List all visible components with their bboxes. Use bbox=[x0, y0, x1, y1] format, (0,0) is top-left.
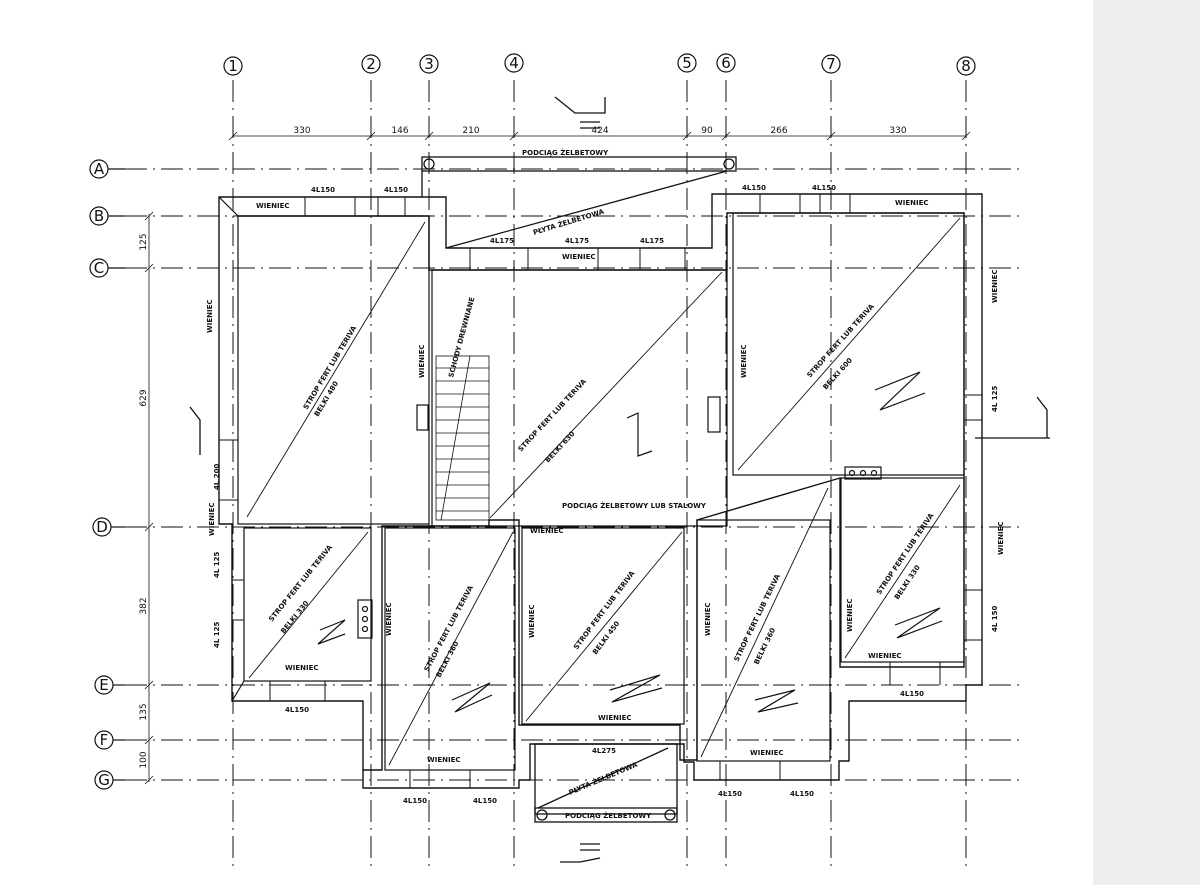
label-wieniec: WIENIEC bbox=[530, 527, 564, 535]
label-wieniec: WIENIEC bbox=[208, 503, 216, 537]
row-axis-labels: A B C D E F G bbox=[94, 160, 110, 789]
label-lintel: 4L175 bbox=[565, 237, 589, 245]
axis-label-row-e: E bbox=[99, 676, 108, 694]
axis-label-col-7: 7 bbox=[826, 55, 836, 73]
axis-label-row-b: B bbox=[94, 207, 104, 225]
dim-top-3-4: 210 bbox=[462, 126, 479, 136]
label-wieniec: WIENIEC bbox=[385, 603, 393, 637]
label-lintel: 4L150 bbox=[311, 186, 335, 194]
label-wieniec: WIENIEC bbox=[868, 652, 902, 660]
label-lintel: 4L150 bbox=[473, 797, 497, 805]
bottom-balcony bbox=[534, 743, 678, 823]
slab-beams: BELKI 630 bbox=[544, 430, 577, 465]
label-wieniec: WIENIEC bbox=[562, 253, 596, 261]
row-axis-markers bbox=[89, 159, 125, 790]
dim-top-4-5: 424 bbox=[591, 126, 608, 136]
dim-top-7-8: 330 bbox=[889, 126, 906, 136]
axis-label-col-2: 2 bbox=[366, 55, 376, 73]
label-wieniec: WIENIEC bbox=[740, 345, 748, 379]
slab-direction-symbols bbox=[317, 371, 943, 713]
dim-left-f-g: 100 bbox=[139, 751, 149, 768]
top-balcony bbox=[421, 156, 737, 249]
label-lintel: 4L150 bbox=[285, 706, 309, 714]
label-wieniec: WIENIEC bbox=[418, 345, 426, 379]
label-lintel: 4L175 bbox=[640, 237, 664, 245]
label-wieniec: WIENIEC bbox=[750, 749, 784, 757]
axis-label-row-g: G bbox=[98, 771, 110, 789]
axis-label-col-8: 8 bbox=[961, 57, 971, 75]
axis-label-col-6: 6 bbox=[721, 54, 731, 72]
section-markers bbox=[189, 96, 1050, 863]
label-wieniec: WIENIEC bbox=[704, 603, 712, 637]
axis-label-col-5: 5 bbox=[682, 54, 692, 72]
top-dimension-values: 330 146 210 424 90 266 330 bbox=[293, 126, 906, 136]
label-wieniec: WIENIEC bbox=[206, 300, 214, 334]
label-podciag-top: PODCIĄG ŻELBETOWY bbox=[522, 148, 609, 157]
label-wieniec: WIENIEC bbox=[285, 664, 319, 672]
vertical-gridlines bbox=[232, 80, 967, 870]
label-plyta-bottom: PŁYTA ŻELBETOWA bbox=[567, 760, 639, 797]
staircase bbox=[435, 355, 490, 521]
label-lintel: 4L275 bbox=[592, 747, 616, 755]
dim-top-6-7: 266 bbox=[770, 126, 787, 136]
label-podciag-bottom: PODCIĄG ŻELBETOWY bbox=[565, 811, 652, 820]
label-wieniec: WIENIEC bbox=[895, 199, 929, 207]
left-dimension-values: 125 629 382 135 100 bbox=[139, 233, 149, 768]
label-wieniec: WIENIEC bbox=[997, 522, 1005, 556]
wall-ticks bbox=[219, 194, 982, 788]
label-lintel: 4L150 bbox=[403, 797, 427, 805]
interior-walls bbox=[218, 196, 965, 771]
chimney-blocks bbox=[357, 396, 882, 639]
axis-label-col-3: 3 bbox=[424, 55, 434, 73]
slab-label: STROP FERT LUB TERIVA bbox=[733, 572, 783, 662]
label-lintel: 4L 125 bbox=[213, 621, 221, 648]
dim-left-c-d: 629 bbox=[139, 389, 149, 406]
axis-label-row-a: A bbox=[94, 160, 105, 178]
slab-label: STROP FERT LUB TERIVA bbox=[517, 377, 589, 453]
label-lintel: 4L150 bbox=[742, 184, 766, 192]
label-wieniec: WIENIEC bbox=[846, 599, 854, 633]
label-lintel: 4L175 bbox=[490, 237, 514, 245]
label-lintel: 4L 125 bbox=[991, 385, 999, 412]
label-lintel: 4L150 bbox=[900, 690, 924, 698]
axis-label-col-4: 4 bbox=[509, 54, 519, 72]
dim-top-1-2: 330 bbox=[293, 126, 310, 136]
label-lintel: 4L150 bbox=[718, 790, 742, 798]
axis-label-row-c: C bbox=[94, 259, 104, 277]
horizontal-gridlines bbox=[125, 168, 1025, 781]
axis-label-col-1: 1 bbox=[228, 57, 238, 75]
dim-left-e-f: 135 bbox=[139, 703, 149, 720]
label-podciag-mid: PODCIĄG ŻELBETOWY LUB STALOWY bbox=[562, 501, 707, 510]
outer-walls bbox=[218, 193, 983, 789]
scan-margin bbox=[1093, 0, 1200, 885]
label-lintel: 4L 150 bbox=[991, 605, 999, 632]
dim-left-b-c: 125 bbox=[139, 233, 149, 250]
label-lintel: 4L 125 bbox=[213, 551, 221, 578]
column-axis-labels: 1 2 3 4 5 6 7 8 bbox=[228, 54, 971, 75]
slab-diagonals bbox=[246, 217, 961, 766]
floor-plan-drawing: 1 2 3 4 5 6 7 8 A B C D E F G 330 146 2 1 bbox=[89, 53, 1050, 870]
label-schody: SCHODY DREWNIANE bbox=[447, 296, 476, 378]
axis-label-row-f: F bbox=[100, 731, 109, 749]
annotations: PODCIĄG ŻELBETOWY PŁYTA ŻELBETOWA PODCIĄ… bbox=[206, 148, 1005, 820]
label-lintel: 4L150 bbox=[790, 790, 814, 798]
label-lintel: 4L150 bbox=[812, 184, 836, 192]
label-lintel: 4L 200 bbox=[213, 463, 221, 490]
dim-left-d-e: 382 bbox=[139, 597, 149, 614]
label-wieniec: WIENIEC bbox=[598, 714, 632, 722]
label-wieniec: WIENIEC bbox=[528, 605, 536, 639]
label-wieniec: WIENIEC bbox=[427, 756, 461, 764]
dim-top-5-6: 90 bbox=[701, 126, 713, 136]
label-wieniec: WIENIEC bbox=[256, 202, 290, 210]
dim-top-2-3: 146 bbox=[391, 126, 408, 136]
left-dimension-line bbox=[144, 211, 154, 785]
column-axis-markers bbox=[223, 53, 976, 76]
top-dimension-line bbox=[228, 131, 971, 141]
slab-beams: BELKI 360 bbox=[753, 627, 778, 666]
label-lintel: 4L150 bbox=[384, 186, 408, 194]
label-wieniec: WIENIEC bbox=[991, 270, 999, 304]
axis-label-row-d: D bbox=[96, 518, 108, 536]
